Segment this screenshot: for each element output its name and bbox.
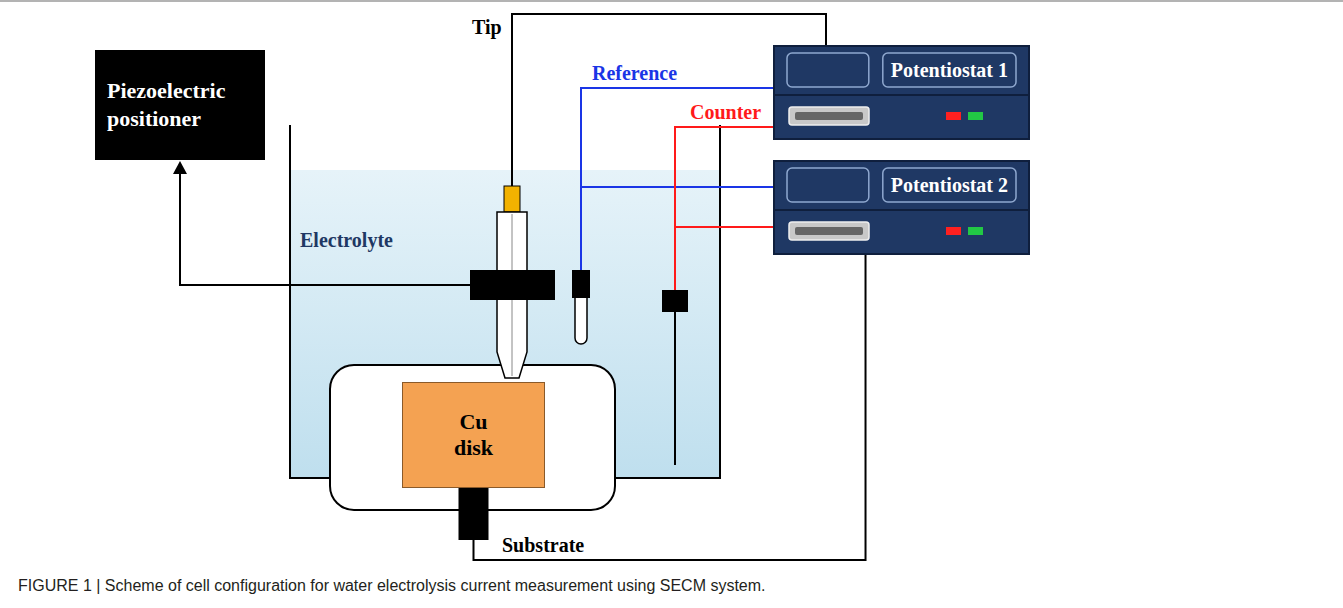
panel-divider xyxy=(774,209,1029,211)
wire-label: Counter xyxy=(690,101,761,123)
display-window xyxy=(787,168,869,202)
tip-clamp xyxy=(470,270,555,300)
node-text: Cu disk xyxy=(444,409,504,461)
potentiostat-box: Potentiostat 2 xyxy=(773,160,1030,255)
panel-slot xyxy=(789,107,869,125)
potentiostat-body xyxy=(774,46,1029,139)
panel-slot-inner xyxy=(795,227,863,235)
node-text: Electrolyte xyxy=(300,228,393,252)
positioner-link xyxy=(180,172,470,285)
counter-wire xyxy=(675,127,773,290)
electrolyte-beaker: Electrolyte Cu disk xyxy=(290,125,720,478)
wire-label: Tip xyxy=(472,16,502,38)
red-led xyxy=(946,227,961,235)
cu-disk: Cu disk xyxy=(402,382,545,488)
reference-wire xyxy=(581,88,773,270)
name-window xyxy=(883,53,1016,87)
reference-cap xyxy=(572,270,590,298)
node-text: Potentiostat 2 xyxy=(891,168,1008,202)
counter-electrode xyxy=(674,310,676,465)
red-led xyxy=(946,112,961,120)
positioner-box: Piezoelectric positioner xyxy=(95,50,265,160)
name-window xyxy=(883,168,1016,202)
counter-cap xyxy=(662,290,688,312)
wire-label: Substrate xyxy=(500,534,586,556)
figure-caption: FIGURE 1 | Scheme of cell configuration … xyxy=(18,576,766,596)
tip-contact xyxy=(504,186,520,212)
positioner-arrowhead xyxy=(173,161,187,174)
node-text: Potentiostat 1 xyxy=(891,53,1008,87)
top-rule xyxy=(0,0,1343,2)
node-text: Piezoelectric positioner xyxy=(107,77,253,133)
display-window xyxy=(787,53,869,87)
panel-slot xyxy=(789,222,869,240)
green-led xyxy=(968,112,983,120)
potentiostat-box: Potentiostat 1 xyxy=(773,45,1030,140)
green-led xyxy=(968,227,983,235)
panel-slot-inner xyxy=(795,112,863,120)
potentiostat-body xyxy=(774,161,1029,254)
wire-label: Reference xyxy=(592,62,677,84)
panel-divider xyxy=(774,94,1029,96)
reference-electrode xyxy=(575,296,587,344)
